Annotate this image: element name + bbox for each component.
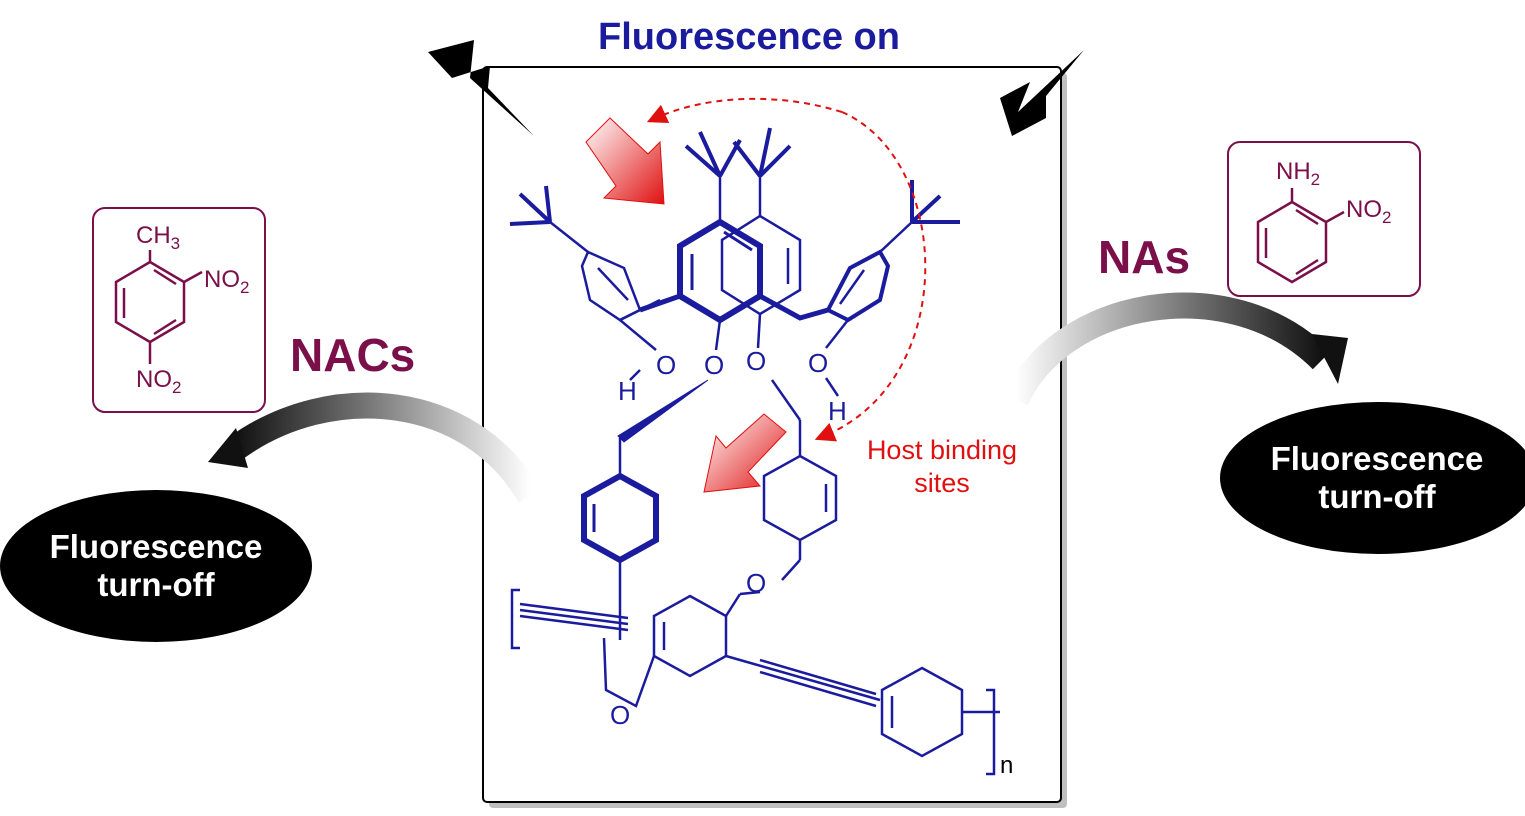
right-result-ellipse xyxy=(1220,402,1525,554)
binding-site-dashed-arrow-top xyxy=(646,97,843,123)
left-nitro-bottom-label: NO2 xyxy=(136,366,181,398)
hydroxyl-hydrogen-left: H xyxy=(618,376,637,406)
left-curved-arrow xyxy=(208,392,542,503)
ether-oxygen-1: O xyxy=(704,350,725,380)
nacs-label: NACs xyxy=(290,329,416,381)
left-nitro-right-text: NO xyxy=(204,266,240,293)
right-analyte-box xyxy=(1227,141,1421,297)
dinitrotoluene-structure xyxy=(114,250,203,364)
ether-oxygen-2: O xyxy=(746,346,767,376)
left-result-ellipse xyxy=(0,490,312,642)
right-nitro-text: NO xyxy=(1346,196,1382,223)
left-result-text: Fluorescence turn-off xyxy=(0,528,312,604)
left-nitro-right-sub: 2 xyxy=(240,278,250,297)
nas-label: NAs xyxy=(1098,231,1191,283)
nitroaniline-structure xyxy=(1256,188,1345,284)
diagram-title: Fluorescence on xyxy=(598,16,900,58)
right-curved-arrow xyxy=(1004,292,1348,406)
right-amine-text: NH xyxy=(1276,158,1311,185)
repeat-unit-n: n xyxy=(1000,752,1014,779)
left-methyl-sub: 3 xyxy=(170,234,181,253)
lightning-right-icon xyxy=(1000,50,1084,136)
left-nitro-right-label: NO2 xyxy=(204,266,249,298)
ether-oxygen-3: O xyxy=(746,568,767,598)
right-result-line2: turn-off xyxy=(1318,478,1436,515)
left-methyl-text: CH xyxy=(136,222,171,249)
left-result-line2: turn-off xyxy=(97,566,215,603)
left-nitro-bottom-sub: 2 xyxy=(172,378,182,397)
right-amine-sub: 2 xyxy=(1310,170,1321,189)
right-result-text: Fluorescence turn-off xyxy=(1218,440,1525,516)
calixarene-host-structure xyxy=(509,127,1000,776)
ring-oxygen: O xyxy=(610,700,631,730)
right-amine-label: NH2 xyxy=(1276,158,1320,190)
lightning-left-icon xyxy=(428,40,534,136)
left-methyl-label: CH3 xyxy=(136,222,180,254)
left-analyte-box xyxy=(92,207,266,413)
hydroxyl-oxygen-right: O xyxy=(808,348,829,378)
binding-site-dashed-arrow xyxy=(814,111,927,442)
hydroxyl-oxygen-left: O xyxy=(656,350,677,380)
left-nitro-bottom-text: NO xyxy=(136,366,172,393)
right-nitro-label: NO2 xyxy=(1346,196,1391,228)
red-arrow-bottom-icon xyxy=(703,413,787,493)
host-annotation-line1: Host binding xyxy=(866,435,1018,465)
host-binding-annotation: Host binding sites xyxy=(842,434,1042,500)
host-annotation-line2: sites xyxy=(914,468,970,498)
right-nitro-sub: 2 xyxy=(1382,208,1392,227)
right-result-line1: Fluorescence xyxy=(1270,440,1484,477)
hydroxyl-hydrogen-right: H xyxy=(828,396,847,426)
red-arrow-top-icon xyxy=(585,117,665,205)
left-result-line1: Fluorescence xyxy=(49,528,263,565)
